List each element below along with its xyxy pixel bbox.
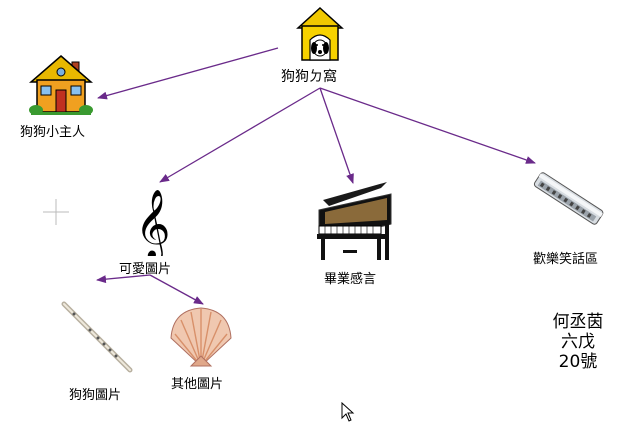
crosshair-cursor-icon	[43, 199, 69, 225]
author-name: 何丞茵	[552, 312, 604, 332]
connector-root-graduation	[319, 87, 354, 184]
harmonica-icon	[533, 172, 604, 225]
root-label[interactable]: 狗狗ㄉ窩	[281, 69, 337, 85]
root-node[interactable]	[296, 6, 344, 62]
dog-pics-node[interactable]	[60, 300, 136, 376]
grand-piano-icon	[317, 182, 392, 260]
graduation-label[interactable]: 畢業感言	[324, 272, 377, 287]
connector-root-jokes	[319, 87, 536, 164]
house-icon	[28, 55, 94, 115]
connector-root-owner	[97, 47, 279, 100]
owner-node[interactable]	[28, 52, 94, 116]
connector-cute-otherpics	[149, 274, 204, 305]
owner-label[interactable]: 狗狗小主人	[20, 125, 86, 140]
other-pics-node[interactable]	[167, 304, 235, 370]
flute-icon	[61, 301, 133, 373]
other-pics-label[interactable]: 其他圖片	[171, 377, 224, 392]
jokes-node[interactable]	[526, 168, 608, 234]
cute-pics-node[interactable]: 𝄞	[133, 186, 170, 261]
connector-cute-dogpics	[96, 274, 151, 284]
seashell-icon	[170, 307, 232, 367]
svg-text:𝄞: 𝄞	[135, 189, 169, 256]
cute-pics-label[interactable]: 可愛圖片	[119, 262, 172, 277]
author-class: 六戊	[561, 332, 595, 352]
dog-pics-label[interactable]: 狗狗圖片	[69, 388, 122, 403]
arrow-cursor-icon	[341, 402, 355, 422]
treble-clef-icon: 𝄞	[135, 189, 170, 261]
graduation-node[interactable]	[313, 180, 393, 264]
author-credit: 何丞茵 六戊 20號	[538, 312, 618, 372]
author-number: 20號	[558, 352, 598, 372]
doghouse-icon	[296, 6, 344, 61]
connector-root-cute	[159, 87, 321, 183]
jokes-label[interactable]: 歡樂笑話區	[533, 252, 599, 267]
